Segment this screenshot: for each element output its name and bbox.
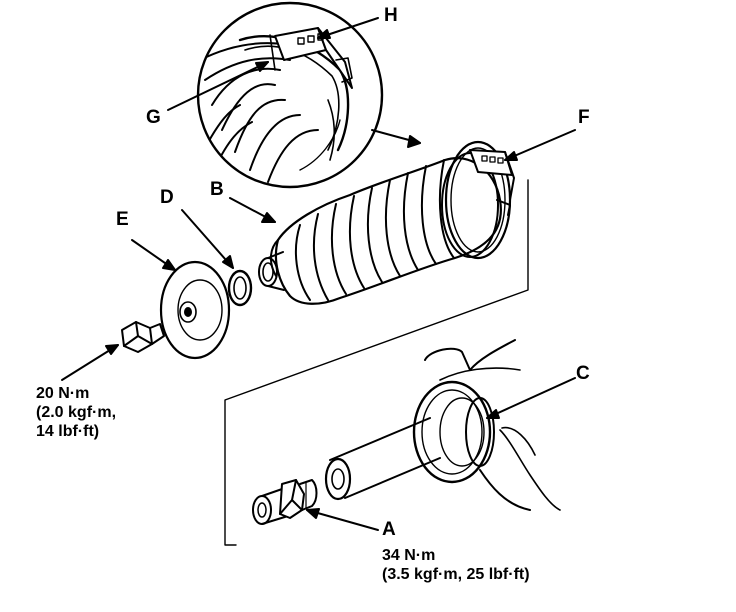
torque-bolt-lbf: 14 lbf·ft) <box>36 423 100 440</box>
leader-a <box>306 508 379 531</box>
leader-h <box>317 17 379 39</box>
flange-bolt <box>121 321 165 353</box>
leader-f <box>504 129 576 161</box>
torque-a-spec: 34 N·m (3.5 kgf·m, 25 lbf·ft) <box>382 546 530 584</box>
detail-magnifier <box>196 1 421 189</box>
callout-c: C <box>576 363 590 384</box>
callout-b: B <box>210 179 224 200</box>
callout-h: H <box>384 5 398 26</box>
boot-small-end <box>258 251 285 291</box>
torque-bolt-kgf: (2.0 kgf·m, <box>36 404 117 421</box>
leader-bolt <box>61 344 119 381</box>
leader-e <box>131 239 176 271</box>
tie-rod-fitting <box>252 479 318 525</box>
torque-bolt-spec: 20 N·m (2.0 kgf·m, 14 lbf·ft) <box>36 384 116 441</box>
leader-b <box>229 197 276 223</box>
callout-f: F <box>578 107 590 128</box>
rack-housing <box>324 339 561 511</box>
torque-a-nm: 34 N·m <box>382 547 436 564</box>
leader-c <box>486 377 576 419</box>
torque-a-kgf-lbf: (3.5 kgf·m, 25 lbf·ft) <box>382 566 530 583</box>
leader-d <box>181 209 234 269</box>
band-clamp <box>444 140 515 260</box>
torque-bolt-nm: 20 N·m <box>36 385 90 402</box>
callout-d: D <box>160 187 174 208</box>
dust-seal-plate <box>159 260 231 360</box>
callout-e: E <box>116 209 129 230</box>
detail-frame <box>224 179 529 546</box>
callout-g: G <box>146 107 161 128</box>
leader-g <box>167 61 269 111</box>
callout-a: A <box>382 519 396 540</box>
steering-boot <box>270 152 502 305</box>
lock-washer <box>227 269 253 307</box>
